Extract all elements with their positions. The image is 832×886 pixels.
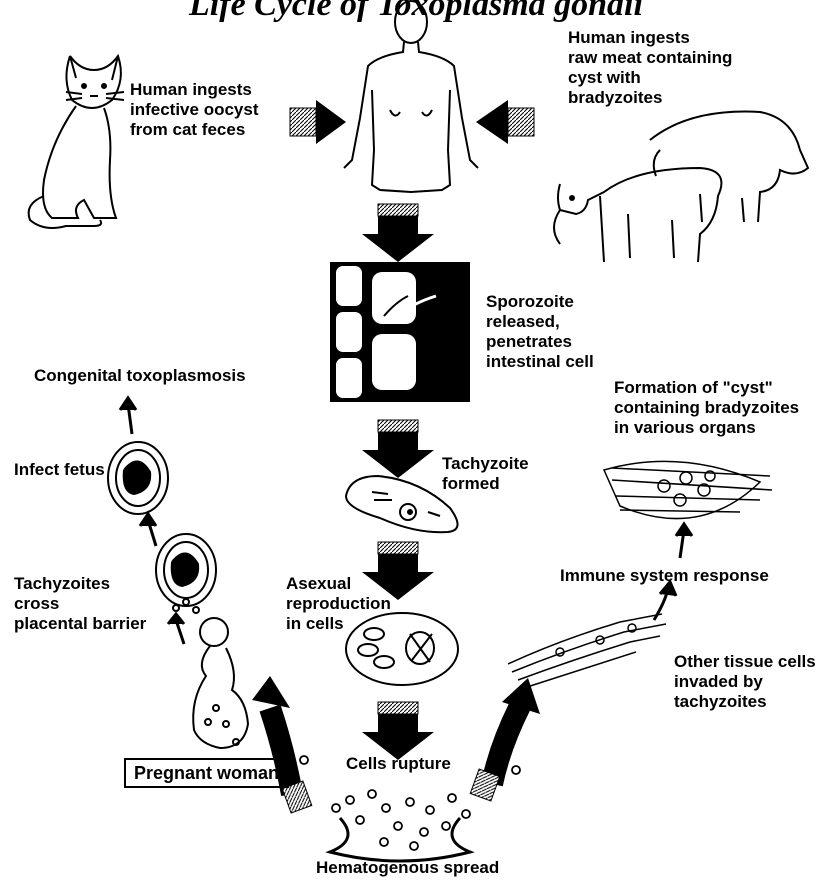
tachyzoite-label: Tachyzoite formed [442,454,529,494]
cyst-icon [604,461,772,518]
arrow-to-cyst [676,524,692,558]
other-tissue-label: Other tissue cells invaded by tachyzoite… [674,652,816,712]
cross-placenta-label: Tachyzoites cross placental barrier [14,574,146,634]
hematogenous-spread-label: Hematogenous spread [316,858,499,878]
arrow-to-fetus [140,514,156,546]
arrow-to-immune [654,582,676,620]
arrow-to-tachyzoite [362,420,434,478]
cyst-formation-label: Formation of "cyst" containing bradyzoit… [614,378,799,438]
fetus-icon [108,442,168,514]
meat-route-label: Human ingests raw meat containing cyst w… [568,28,732,108]
asexual-reproduction-label: Asexual reproduction in cells [286,574,391,634]
congenital-toxoplasmosis-label: Congenital toxoplasmosis [34,366,246,386]
cat-icon [29,56,124,228]
arrow-to-intestine [362,204,434,262]
pig-icon [650,112,808,222]
arrow-to-tissue [470,678,540,801]
meat-to-human-arrow [476,100,534,144]
arrow-to-congenital [120,398,136,434]
human-figure-icon [344,1,478,192]
pregnant-woman-icon [193,618,248,748]
immune-response-label: Immune system response [560,566,769,586]
arrow-to-placenta [168,614,184,644]
tissue-cells-icon [508,614,666,688]
intestinal-cells-icon [330,262,470,402]
infect-fetus-label: Infect fetus [14,460,105,480]
cat-route-label: Human ingests infective oocyst from cat … [130,80,259,140]
tachyzoite-icon [346,476,458,532]
arrow-to-rupture [362,702,434,760]
sporozoite-label: Sporozoite released, penetrates intestin… [486,292,594,372]
cells-rupture-label: Cells rupture [346,754,451,774]
sheep-icon [554,168,721,262]
cat-to-human-arrow [290,100,346,144]
placenta-icon [156,534,216,613]
pregnant-woman-label: Pregnant woman [124,758,289,788]
arrow-to-pregnant-woman [252,676,312,813]
